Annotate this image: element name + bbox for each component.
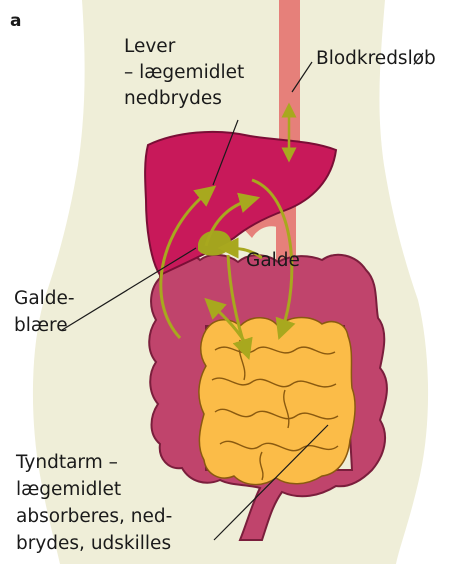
bile-label: Galde xyxy=(246,250,300,271)
panel-label: a xyxy=(10,11,21,31)
small-intestine xyxy=(199,318,355,485)
blood-label: Blodkredsløb xyxy=(316,48,436,69)
